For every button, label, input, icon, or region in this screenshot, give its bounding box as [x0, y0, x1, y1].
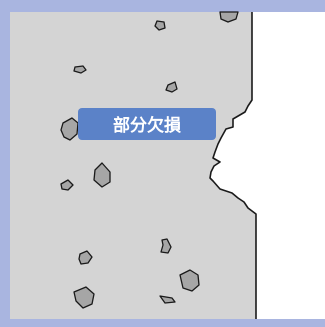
partial-loss-label: 部分欠損: [78, 108, 216, 140]
aggregate-stone: [73, 286, 95, 309]
aggregate-stone: [159, 295, 176, 304]
aggregate-stone: [179, 269, 200, 292]
aggregate-stone: [60, 179, 74, 191]
broken-edge-line: [209, 12, 257, 319]
aggregate-stone: [93, 162, 111, 188]
aggregate-stone: [78, 250, 93, 265]
aggregate-stone: [154, 20, 166, 31]
aggregate-stones: [60, 11, 239, 309]
concrete-section: [10, 12, 256, 319]
aggregate-stone: [60, 117, 79, 141]
label-background: [78, 108, 216, 140]
label-text: 部分欠損: [113, 115, 182, 136]
aggregate-stone: [160, 238, 172, 254]
aggregate-stone: [73, 65, 87, 74]
aggregate-stone: [219, 11, 239, 23]
aggregate-stone: [165, 81, 178, 93]
